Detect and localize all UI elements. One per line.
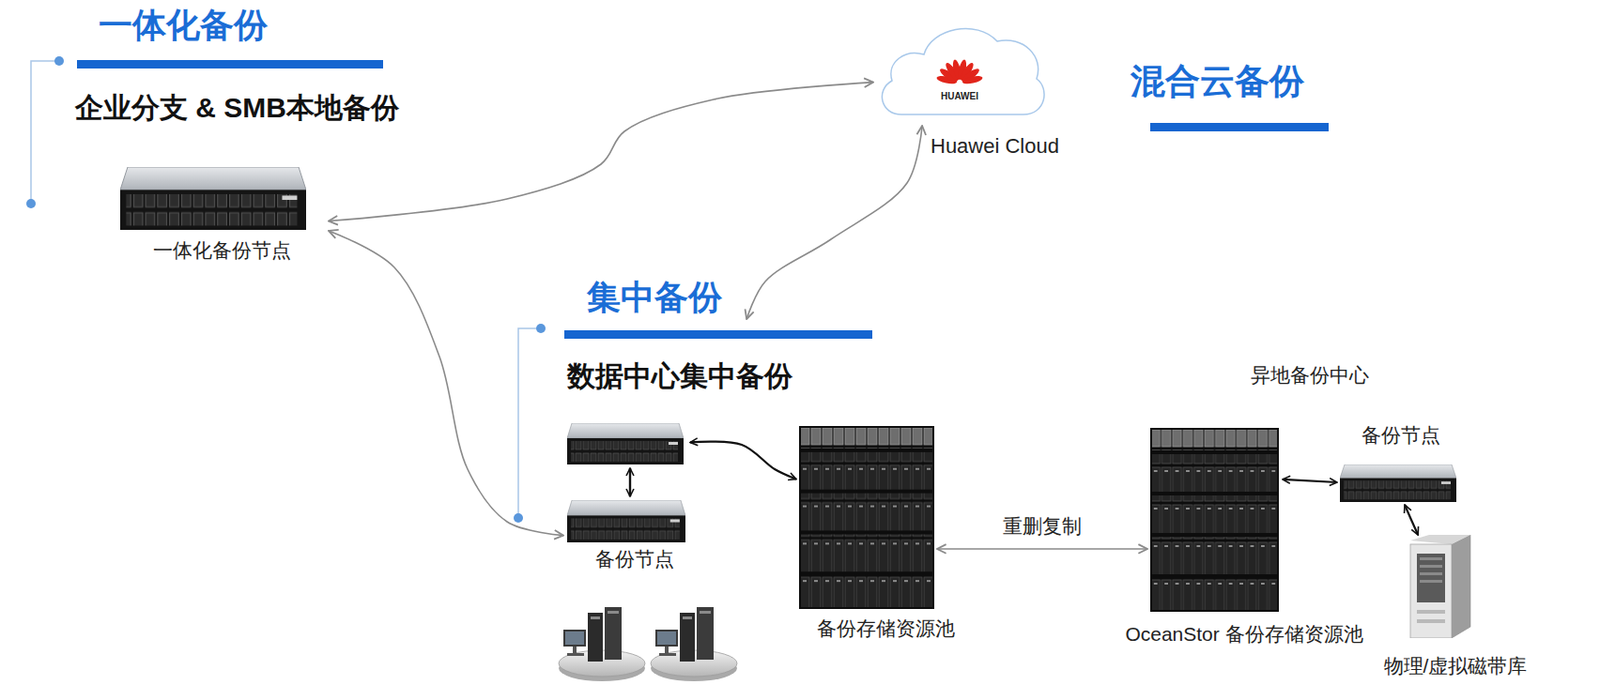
storage-pool: 备份存储资源池 — [796, 422, 938, 613]
connector — [328, 82, 874, 222]
section-subtitle: 数据中心集中备份 — [567, 360, 793, 394]
text-slot: 混合云备份 — [1130, 61, 1305, 103]
heading-bar — [1150, 123, 1329, 132]
cloud-shape — [881, 28, 1045, 115]
section-bracket — [30, 61, 60, 204]
storage-rack-icon — [1150, 428, 1279, 613]
section-subtitle: 企业分支 & SMB本地备份 — [75, 92, 400, 125]
text-slot: 数据中心集中备份 — [567, 360, 793, 394]
heading-bar — [76, 60, 384, 69]
text-slot: 重删复制 — [854, 515, 1231, 539]
section-heading: 一体化备份 — [98, 5, 268, 45]
connector — [746, 125, 923, 320]
server-icon — [120, 167, 307, 231]
bracket-dot — [26, 199, 36, 209]
edge-label: 重删复制 — [999, 515, 1086, 539]
text-slot: Huawei Cloud — [930, 134, 1060, 158]
text-slot: 备份节点 — [446, 548, 823, 571]
connector — [937, 548, 1148, 551]
cloud-outline — [873, 16, 1050, 126]
text-slot: 企业分支 & SMB本地备份 — [75, 92, 400, 125]
text-slot: 一体化备份 — [98, 5, 268, 45]
section-heading: 混合云备份 — [1130, 61, 1305, 103]
text-slot: 异地备份中心 — [1122, 364, 1498, 387]
section-group: 集中备份数据中心集中备份备份节点备份存储资源池 — [511, 319, 949, 691]
connector — [328, 230, 564, 537]
client-icon — [650, 607, 738, 682]
backup-node: 备份节点 — [1337, 460, 1461, 506]
text-slot: 集中备份 — [586, 277, 723, 317]
storage-pool: OceanStor 备份存储资源池 — [1147, 424, 1283, 616]
text-slot: 一体化备份节点 — [33, 239, 410, 262]
server-icon — [567, 423, 684, 465]
server-icon — [567, 500, 686, 543]
connector — [1282, 479, 1338, 483]
cloud-label: Huawei Cloud — [930, 134, 1060, 158]
section-heading: 集中备份 — [586, 277, 723, 317]
node-label: OceanStor 备份存储资源池 — [1124, 623, 1363, 647]
client-icon — [558, 607, 646, 682]
logo-petal — [961, 74, 984, 86]
node-label: 备份节点 — [1361, 424, 1441, 447]
backup-node: 备份节点 — [563, 418, 691, 545]
bracket-dot — [536, 323, 546, 334]
connector — [1404, 505, 1418, 536]
section-group: 一体化备份企业分支 & SMB本地备份一体化备份节点 — [73, 4, 414, 287]
backup-node: 一体化备份节点 — [114, 159, 329, 268]
node-label: 备份节点 — [595, 548, 675, 571]
link-arrow — [629, 468, 631, 497]
text-slot: 备份节点 — [1213, 424, 1589, 447]
cloud-node: HUAWEIHuawei Cloud — [873, 16, 1050, 126]
group-label: 异地备份中心 — [1250, 364, 1370, 387]
text-slot: OceanStor 备份存储资源池 — [1056, 623, 1432, 647]
server-icon — [1339, 464, 1457, 503]
node-label: 一体化备份节点 — [153, 239, 292, 262]
node-label: 物理/虚拟磁带库 — [1384, 655, 1528, 678]
bracket-dot — [513, 513, 524, 524]
storage-rack-icon — [799, 426, 935, 610]
tape-library: 物理/虚拟磁带库 — [1408, 535, 1473, 639]
bracket-dot — [54, 56, 64, 66]
node-label: 备份存储资源池 — [816, 617, 955, 641]
text-slot: 物理/虚拟磁带库 — [1267, 655, 1600, 678]
tape-library-icon — [1410, 535, 1471, 639]
logo-text: HUAWEI — [940, 91, 979, 103]
heading-bar — [564, 330, 873, 339]
text-slot: 备份存储资源池 — [697, 617, 1074, 641]
text-slot: HUAWEI — [771, 86, 1148, 104]
connector — [690, 442, 797, 480]
site-group: 异地备份中心 OceanStor 备份存储资源池 备份节点物理/虚拟磁带库 — [1098, 361, 1578, 695]
section-bracket — [518, 328, 541, 519]
logo-icon — [936, 59, 984, 86]
